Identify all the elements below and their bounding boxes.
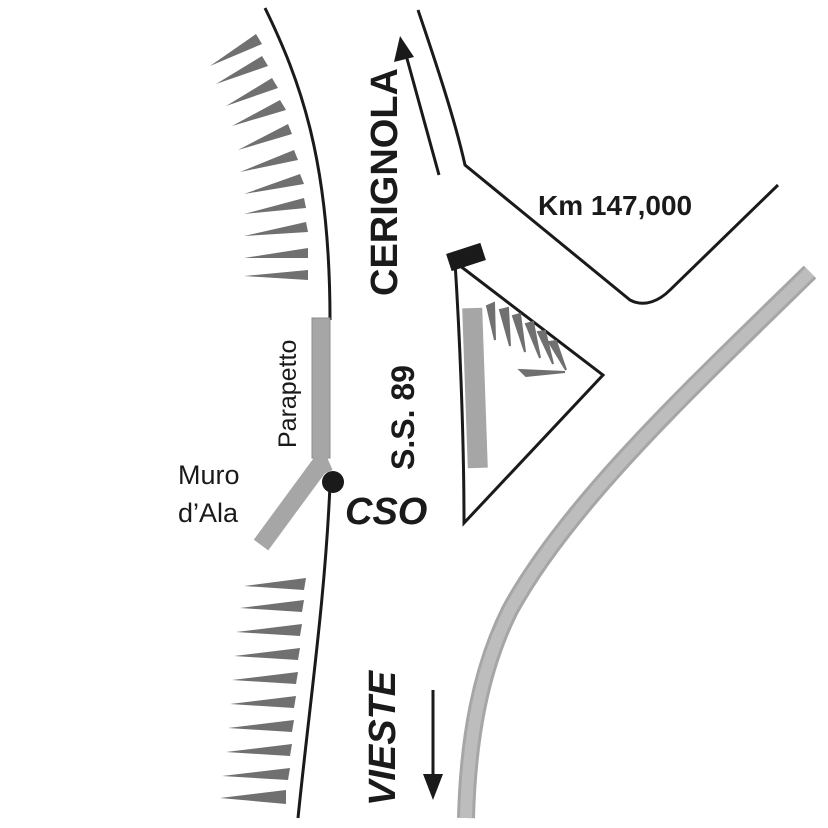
label-muro-line2: d’Ala <box>178 498 239 528</box>
left-road-edge-north <box>263 7 332 321</box>
label-cso: CSO <box>345 491 427 533</box>
label-km: Km 147,000 <box>538 190 692 221</box>
label-parapetto: Parapetto <box>274 340 302 448</box>
label-cerignola: CERIGNOLA <box>364 68 406 296</box>
island-barrier <box>462 307 488 469</box>
right-guardrail-outline <box>460 267 815 819</box>
island-marker <box>446 242 486 272</box>
label-vieste: VIESTE <box>362 669 404 806</box>
right-road-edge-branch <box>416 9 780 305</box>
embankment-north <box>210 34 308 280</box>
embankment-south <box>220 578 306 804</box>
parapetto-barrier <box>311 317 331 459</box>
arrow-south-icon <box>423 690 443 800</box>
right-guardrail <box>457 265 817 819</box>
cso-point <box>322 471 344 493</box>
label-muro-line1: Muro <box>178 460 240 490</box>
island-embankment <box>485 301 567 378</box>
parapetto-connector <box>316 453 333 475</box>
label-road: S.S. 89 <box>385 365 421 470</box>
arrow-north-icon <box>394 36 441 176</box>
left-road-edge-south <box>296 484 332 819</box>
muro-dala-barrier <box>253 456 330 551</box>
traffic-island <box>453 258 606 527</box>
